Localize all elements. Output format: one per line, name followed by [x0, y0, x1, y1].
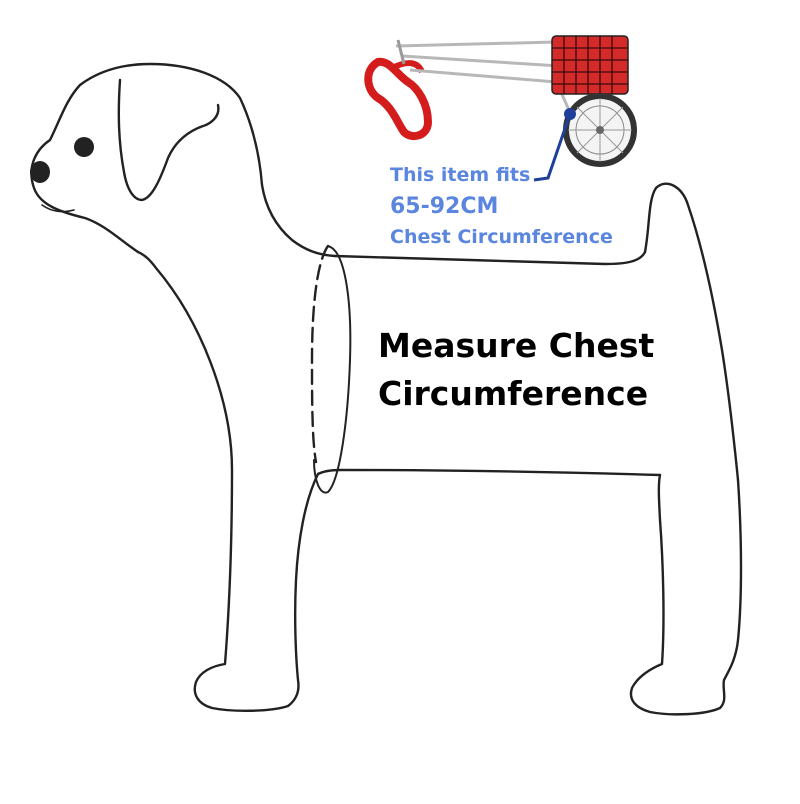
dog-nose — [30, 161, 50, 183]
harness-loop — [364, 57, 433, 141]
chest-measure-band-front — [310, 244, 330, 464]
dog-tail-outline — [643, 182, 740, 482]
dog-rear-leg-outline — [629, 473, 743, 716]
wheelchair-product-image — [364, 35, 637, 182]
fit-callout-size-range: 65-92CM — [390, 194, 499, 219]
instruction-line-1: Measure Chest — [378, 326, 655, 365]
dog-back-outline — [333, 250, 647, 266]
dog-mouth-line — [41, 204, 75, 213]
callout-pointer-line — [533, 113, 572, 182]
dog-front-leg-outline — [136, 250, 320, 712]
fit-callout-line-3: Chest Circumference — [390, 226, 613, 248]
dog-ear-outline — [117, 78, 220, 202]
dog-head-outline — [30, 62, 337, 258]
basket — [551, 35, 629, 95]
dog-eye — [74, 137, 94, 157]
fit-callout-line-1: This item fits — [390, 164, 531, 186]
dog-belly-outline — [316, 468, 662, 477]
chest-measure-band-back — [313, 245, 352, 494]
instruction-line-2: Circumference — [378, 374, 649, 413]
